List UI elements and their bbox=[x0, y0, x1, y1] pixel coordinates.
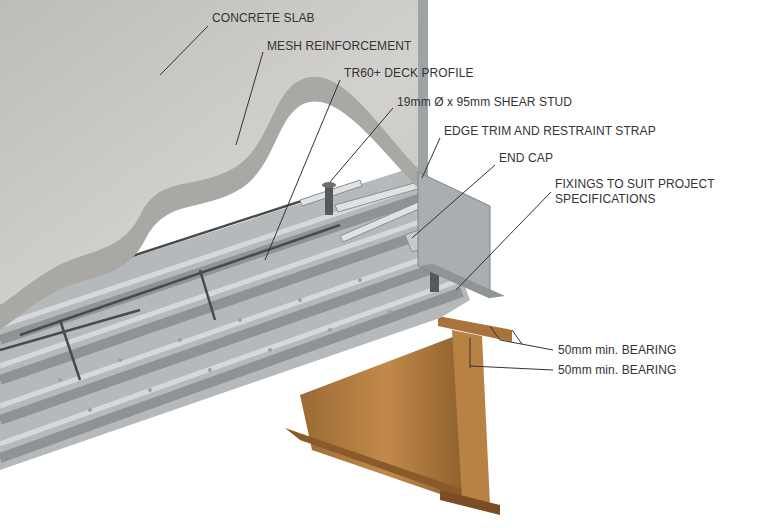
part-label: MESH REINFORCEMENT bbox=[267, 39, 411, 54]
dimension-label: 50mm min. BEARING bbox=[558, 363, 676, 378]
part-label: 19mm Ø x 95mm SHEAR STUD bbox=[397, 95, 572, 110]
dimension-line bbox=[470, 326, 553, 370]
dimension-label: 50mm min. BEARING bbox=[558, 343, 676, 358]
part-label: CONCRETE SLAB bbox=[212, 11, 315, 26]
part-label: FIXINGS TO SUIT PROJECT SPECIFICATIONS bbox=[555, 177, 733, 207]
concrete-slab bbox=[0, 0, 420, 330]
part-label: END CAP bbox=[499, 151, 553, 166]
part-label: TR60+ DECK PROFILE bbox=[344, 66, 474, 81]
part-label: EDGE TRIM AND RESTRAINT STRAP bbox=[444, 124, 656, 139]
leader-line bbox=[160, 26, 551, 290]
